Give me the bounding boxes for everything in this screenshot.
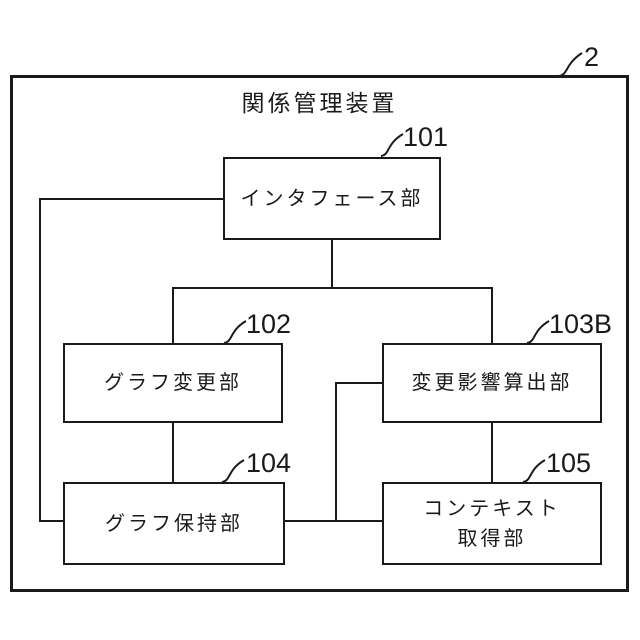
connector-branch-to-102 [172,287,174,343]
block-graph-hold-label: グラフ保持部 [105,512,243,535]
block-graph-hold: グラフ保持部 [63,482,285,565]
block-graph-change: グラフ変更部 [63,343,283,423]
connector-branch-to-103b [491,287,493,343]
connector-branch-bar [172,287,493,289]
block-graph-change-label: グラフ変更部 [104,372,242,394]
ref-label-101: 101 [403,122,449,152]
ref-label-102: 102 [246,309,292,339]
connector-103b-left [335,382,382,384]
connector-104-to-105 [285,520,382,522]
block-context: コンテキスト 取得部 [382,482,602,565]
block-context-label-line2: 取得部 [457,527,527,550]
connector-101-down [331,240,333,288]
connector-101-left [39,198,223,200]
block-change-impact-label: 変更影響算出部 [411,372,573,394]
connector-left-loop-vertical [39,198,41,522]
ref-label-103b: 103B [549,309,613,339]
ref-label-105: 105 [546,448,592,478]
block-interface-label: インタフェース部 [240,187,424,210]
block-change-impact: 変更影響算出部 [382,343,602,423]
ref-102-leader-line [222,319,248,344]
ref-101-leader-line [379,132,405,157]
block-context-label-line1: コンテキスト [423,497,561,520]
device-title: 関係管理装置 [241,90,398,116]
connector-102-to-104 [172,423,174,482]
connector-103b-to-105 [491,423,493,482]
ref-label-2: 2 [584,42,600,72]
connector-loop-to-104 [39,520,63,522]
ref-105-leader-line [521,458,547,483]
ref-103b-leader-line [525,319,551,344]
ref-104-leader-line [220,458,246,483]
ref-2-leader-line [557,51,584,77]
ref-label-104: 104 [246,448,292,478]
block-interface: インタフェース部 [223,157,441,240]
connector-middle-vertical [335,382,337,522]
